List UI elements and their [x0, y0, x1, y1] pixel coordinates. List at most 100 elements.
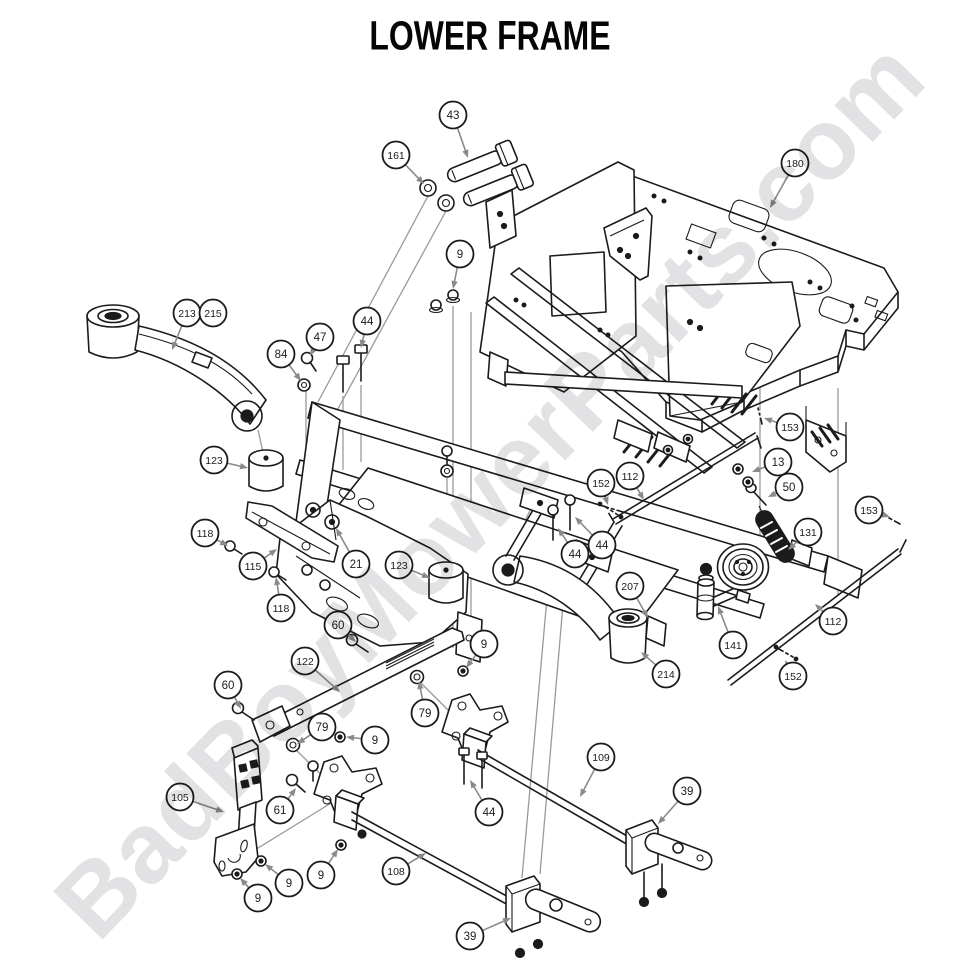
svg-text:79: 79: [316, 722, 329, 734]
part-right-panel: [666, 282, 800, 420]
svg-text:108: 108: [387, 866, 405, 878]
svg-text:9: 9: [318, 870, 324, 882]
callout-44: 44: [470, 780, 503, 826]
part-rod-109: [478, 750, 634, 846]
svg-text:152: 152: [784, 671, 802, 683]
callout-9: 9: [265, 864, 303, 897]
svg-text:9: 9: [457, 249, 463, 261]
part-bushings-21: [306, 503, 339, 529]
callout-105: 105: [167, 784, 224, 813]
svg-text:39: 39: [464, 931, 477, 943]
part-clamp-39-bottom: [506, 876, 600, 958]
svg-text:50: 50: [783, 482, 796, 494]
svg-text:214: 214: [657, 669, 675, 681]
part-nuts-9-mid: [335, 666, 468, 742]
callout-152: 152: [588, 470, 615, 505]
svg-text:141: 141: [724, 640, 742, 652]
callout-9: 9: [447, 241, 474, 289]
part-bolt-47: [302, 353, 317, 372]
svg-text:131: 131: [799, 527, 817, 539]
callout-153: 153: [764, 414, 804, 441]
callout-84: 84: [268, 341, 301, 381]
callout-47: 47: [307, 324, 334, 356]
callout-123: 123: [201, 447, 248, 474]
svg-text:44: 44: [361, 316, 374, 328]
callout-44: 44: [558, 528, 589, 568]
callout-9: 9: [346, 727, 389, 754]
callout-43: 43: [440, 102, 469, 158]
svg-text:180: 180: [786, 158, 804, 170]
svg-text:13: 13: [772, 457, 785, 469]
svg-text:161: 161: [387, 150, 405, 162]
svg-text:61: 61: [274, 805, 287, 817]
callout-112: 112: [617, 463, 645, 500]
callout-9: 9: [466, 631, 498, 668]
part-bolt-61: [287, 775, 306, 793]
page-title: LOWER FRAME: [369, 14, 611, 60]
callout-60: 60: [215, 672, 242, 709]
part-bumper-123-right: [429, 562, 463, 603]
svg-text:9: 9: [286, 878, 292, 890]
callout-9: 9: [308, 849, 338, 889]
svg-text:79: 79: [419, 708, 432, 720]
callout-39: 39: [457, 918, 511, 950]
svg-text:115: 115: [245, 561, 262, 573]
callout-207: 207: [617, 573, 648, 618]
callout-44: 44: [575, 517, 616, 559]
svg-text:44: 44: [596, 540, 609, 552]
part-idler-141: [697, 564, 751, 620]
part-rod-108: [352, 812, 514, 906]
svg-text:207: 207: [621, 581, 639, 593]
svg-text:60: 60: [332, 620, 345, 632]
svg-text:215: 215: [204, 308, 222, 320]
part-pivot-right: [442, 694, 634, 846]
part-bolts-44-frame: [548, 495, 575, 540]
svg-text:44: 44: [569, 549, 582, 561]
part-skid-plate: [246, 502, 338, 562]
part-bolts-44-top: [337, 345, 367, 392]
part-bumper-123-left: [249, 450, 283, 491]
svg-text:118: 118: [273, 603, 290, 615]
part-nuts-frame-right: [664, 435, 693, 455]
part-nuts-13: [733, 464, 753, 487]
callout-39: 39: [658, 778, 701, 824]
callout-214: 214: [641, 652, 680, 688]
callout-161: 161: [383, 142, 424, 184]
svg-text:123: 123: [390, 560, 408, 572]
part-clip-152-lower: [774, 645, 798, 661]
callout-213: 213: [172, 300, 201, 350]
svg-text:122: 122: [296, 656, 314, 668]
callout-21: 21: [336, 528, 370, 578]
part-clamp-39-right: [626, 820, 712, 907]
part-spring-131: [756, 506, 794, 562]
svg-text:84: 84: [275, 349, 288, 361]
callout-118: 118: [268, 577, 295, 622]
callout-60: 60: [325, 612, 356, 642]
svg-text:153: 153: [781, 422, 799, 434]
svg-text:105: 105: [171, 792, 189, 804]
callout-108: 108: [383, 853, 426, 885]
callout-141: 141: [717, 606, 747, 659]
callout-115: 115: [240, 549, 277, 580]
svg-text:21: 21: [350, 559, 363, 571]
part-clip-152-upper: [598, 502, 623, 519]
callout-79: 79: [412, 681, 439, 727]
part-washer-84: [298, 379, 310, 391]
callout-109: 109: [580, 744, 615, 797]
svg-text:213: 213: [178, 308, 196, 320]
part-pivot-middle: [314, 756, 514, 906]
callout-112: 112: [815, 604, 847, 635]
part-front-panel: [480, 162, 652, 392]
callout-131: 131: [788, 519, 822, 550]
svg-text:118: 118: [197, 528, 214, 540]
part-bolt-pivot-top: [308, 761, 318, 781]
svg-text:44: 44: [483, 807, 496, 819]
part-rod-112-lower: [728, 540, 906, 685]
svg-text:112: 112: [825, 616, 842, 628]
svg-text:43: 43: [447, 110, 460, 122]
callout-79: 79: [297, 714, 336, 744]
part-washers-79: [287, 671, 424, 752]
part-bolt-washer-mid: [441, 446, 453, 477]
